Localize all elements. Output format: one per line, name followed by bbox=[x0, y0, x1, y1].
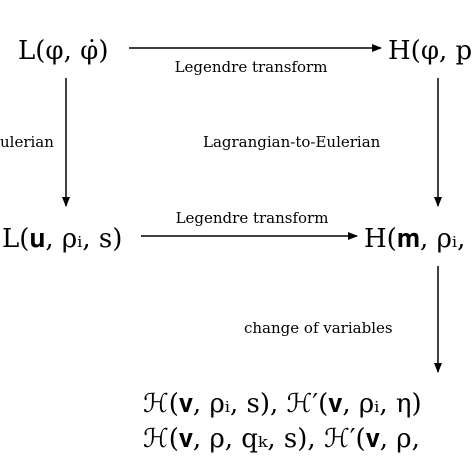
lagrangian-to-eulerian-label: Lagrangian-to-Eulerian bbox=[203, 133, 381, 151]
eulerian-hamiltonian-node: H(𝐦, ρᵢ, bbox=[364, 224, 465, 254]
hamiltonian-node: H(φ, p bbox=[388, 36, 472, 66]
lagrangian-node: L(φ, φ̇) bbox=[18, 36, 109, 66]
hamiltonians-line-1: ℋ(𝐯, ρᵢ, s), ℋ′(𝐯, ρᵢ, η) bbox=[143, 389, 422, 419]
left-vertical-label: ulerian bbox=[0, 133, 54, 151]
legendre-transform-label-top: Legendre transform bbox=[175, 58, 328, 76]
change-of-variables-label: change of variables bbox=[244, 319, 393, 337]
hamiltonians-line-2: ℋ(𝐯, ρ, qₖ, s), ℋ′(𝐯, ρ, bbox=[143, 424, 420, 454]
legendre-transform-label-middle: Legendre transform bbox=[176, 209, 329, 227]
eulerian-lagrangian-node: L(𝐮, ρᵢ, s) bbox=[2, 224, 122, 254]
